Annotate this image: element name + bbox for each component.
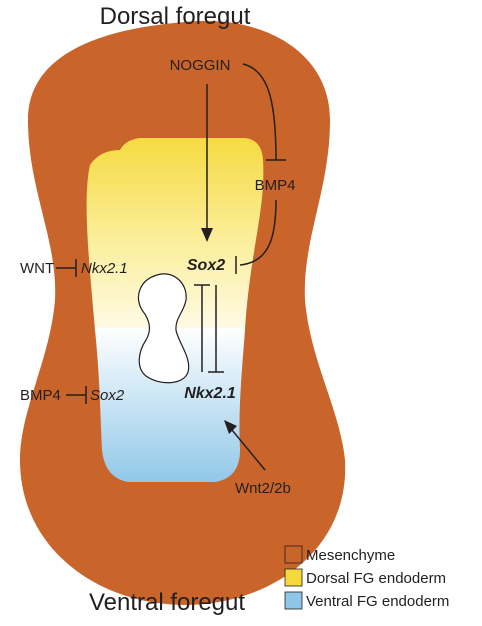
label-nkx21-center: Nkx2.1 xyxy=(184,385,236,402)
wnt-inhibits-nkx21 xyxy=(56,259,77,277)
legend-label-dorsal: Dorsal FG endoderm xyxy=(306,570,446,587)
label-sox2-center: Sox2 xyxy=(187,257,225,274)
bmp4-inhibits-sox2-left xyxy=(66,386,87,404)
title-dorsal-foregut: Dorsal foregut xyxy=(100,3,251,30)
label-bmp4-top: BMP4 xyxy=(255,177,296,194)
noggin-to-sox2-arrow xyxy=(201,84,213,242)
label-wnt2-2b: Wnt2/2b xyxy=(235,480,291,497)
legend-label-mesenchyme: Mesenchyme xyxy=(306,547,395,564)
endoderm-region xyxy=(86,138,264,482)
legend: Mesenchyme Dorsal FG endoderm Ventral FG… xyxy=(284,545,449,610)
wnt2-to-nkx21-arrow xyxy=(224,420,266,471)
label-sox2-left: Sox2 xyxy=(90,387,125,404)
label-noggin: NOGGIN xyxy=(170,57,231,74)
noggin-inhibits-bmp4 xyxy=(242,63,286,161)
label-nkx21-left: Nkx2.1 xyxy=(81,260,128,277)
legend-swatch-mesenchyme xyxy=(284,545,303,564)
nkx21-inhibits-sox2 xyxy=(208,285,224,373)
label-bmp4-left: BMP4 xyxy=(20,387,61,404)
bmp4-inhibits-sox2 xyxy=(235,199,277,274)
title-ventral-foregut: Ventral foregut xyxy=(89,589,245,616)
label-wnt: WNT xyxy=(20,260,54,277)
legend-swatch-dorsal xyxy=(284,568,303,587)
legend-swatch-ventral xyxy=(284,591,303,610)
lumen xyxy=(137,273,190,384)
sox2-inhibits-nkx21 xyxy=(194,284,210,372)
legend-label-ventral: Ventral FG endoderm xyxy=(306,593,449,610)
